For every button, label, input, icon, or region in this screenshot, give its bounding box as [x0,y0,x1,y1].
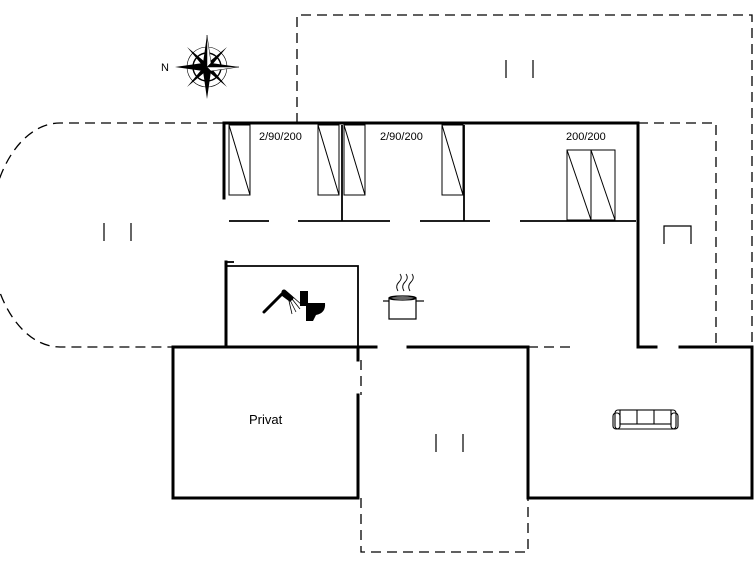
sofa-icon [612,409,679,430]
terrace-bottom [360,498,529,553]
wardrobe-5-double [566,149,616,221]
wardrobes [228,124,616,221]
wall-top [222,121,658,349]
exterior-walls [171,121,754,500]
terrace-left-rounded [0,122,223,348]
terrace-right-inner [638,122,717,348]
cooking-pot-icon [383,273,424,320]
wall-left-lower [171,260,360,500]
terrace-chair-icon [103,60,534,452]
toilet-icon [300,291,326,321]
compass-north-label: N [161,62,169,74]
interior-walls [226,125,636,346]
terrace-top-right [296,14,753,348]
bathroom-walls [226,265,359,346]
bedroom-3-bed-label: 200/200 [566,131,606,143]
annex-room-label: Privat [249,412,283,427]
outdoor-bench [663,225,692,244]
shower-icon [262,289,303,315]
compass-icon [175,34,240,99]
wardrobe-3 [343,124,366,196]
bedroom-2-bed-label: 2/90/200 [380,131,423,143]
wardrobe-2 [317,124,340,196]
wardrobe-4 [441,124,464,196]
wall-middle-seg [406,345,754,500]
wardrobe-1 [228,124,251,196]
bedroom-1-bed-label: 2/90/200 [259,131,302,143]
